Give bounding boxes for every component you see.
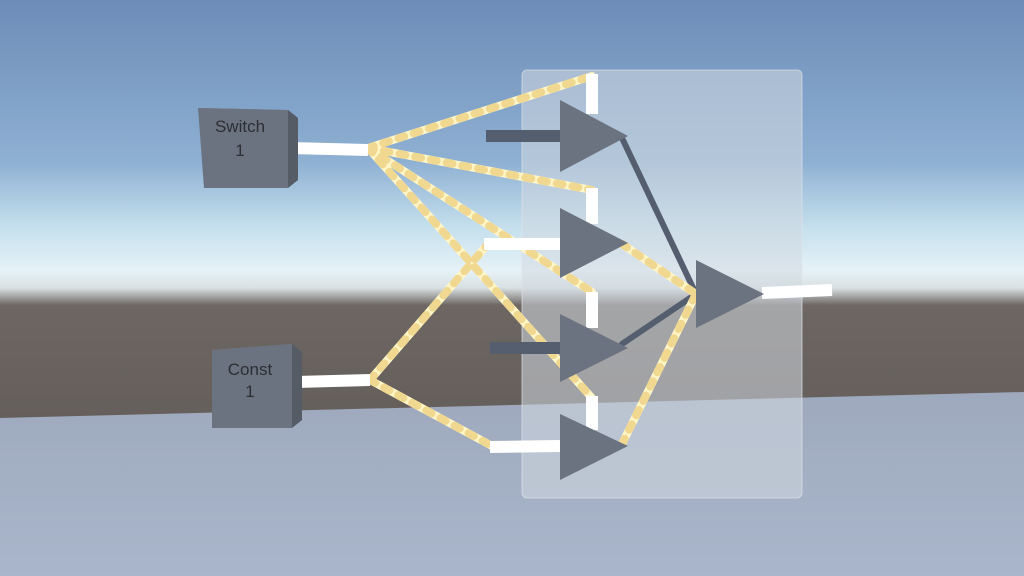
active-wires	[364, 72, 700, 450]
active-wire	[366, 376, 496, 450]
play-triangle-icon[interactable]	[696, 260, 764, 328]
switch-label-line2: 1	[235, 141, 244, 160]
active-wire	[618, 240, 700, 298]
active-wire	[364, 144, 596, 296]
floor-plane	[0, 392, 1024, 576]
play-triangle-icon[interactable]	[560, 414, 628, 480]
active-wire	[618, 290, 700, 448]
const-label-line1: Const	[228, 360, 273, 379]
gate-4-left-pin[interactable]	[489, 440, 561, 453]
switch-block[interactable]: Switch 1	[198, 108, 298, 188]
inactive-wire	[619, 135, 699, 297]
inactive-pins	[486, 130, 560, 354]
active-wire	[364, 144, 596, 194]
gates	[560, 100, 764, 480]
const-block[interactable]: Const 1	[212, 344, 302, 428]
play-triangle-icon[interactable]	[560, 314, 628, 382]
input-pins	[289, 74, 833, 453]
play-triangle-icon[interactable]	[560, 100, 628, 172]
board-panel	[521, 69, 803, 499]
active-wire	[364, 72, 596, 152]
active-wire	[366, 240, 492, 384]
const-label-line2: 1	[245, 382, 254, 401]
inactive-wires	[619, 135, 699, 347]
play-triangle-icon[interactable]	[560, 208, 628, 278]
inactive-wire	[619, 291, 699, 347]
output-pin-const[interactable]	[295, 374, 371, 388]
switch-label-line1: Switch	[215, 117, 265, 136]
final-output-pin[interactable]	[761, 284, 833, 299]
active-wire	[364, 144, 596, 402]
output-pin-switch[interactable]	[289, 142, 369, 156]
